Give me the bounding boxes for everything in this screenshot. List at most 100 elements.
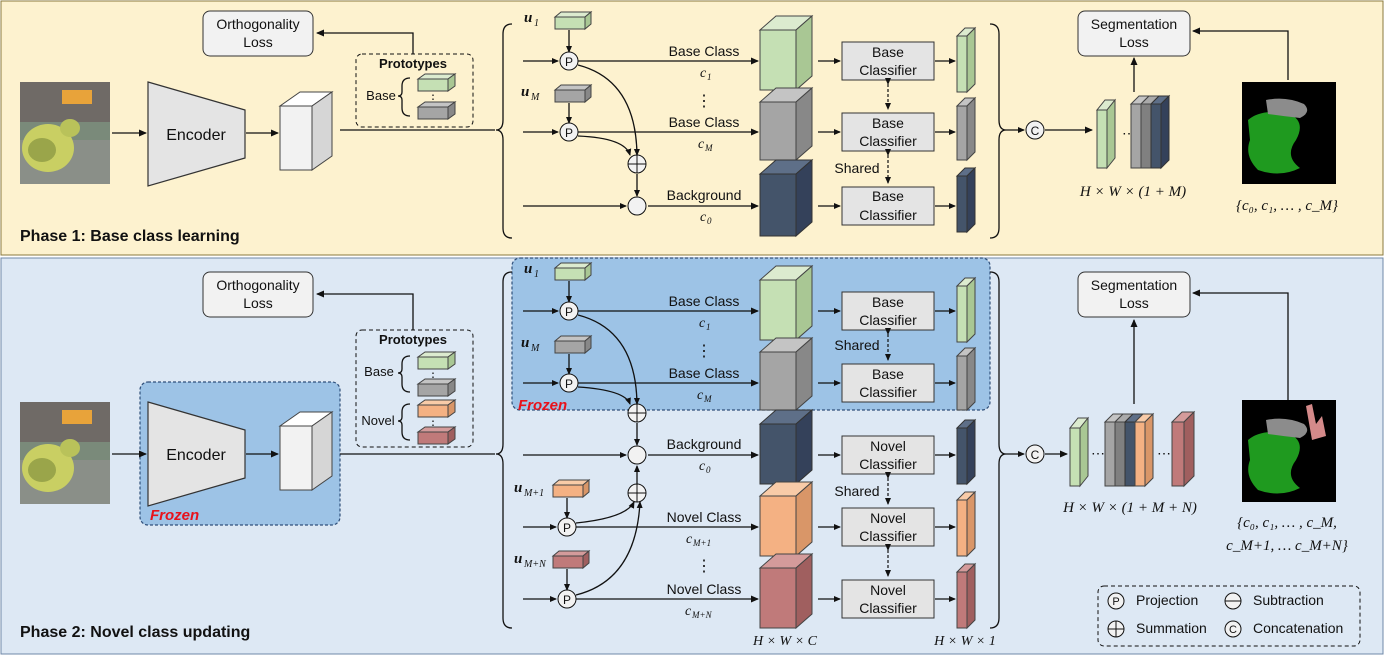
phase2-uMN: u xyxy=(514,551,522,567)
phase1-out-map-3 xyxy=(955,166,977,234)
phase2-prototypes-title: Prototypes xyxy=(379,332,447,347)
phase2-cube-novel1 xyxy=(758,480,814,558)
phase2-uM1: u xyxy=(514,480,522,496)
phase1-proto-green xyxy=(416,73,457,92)
phase1-row-dots: ⋮ xyxy=(696,93,712,110)
phase1-classifier-3 xyxy=(841,186,935,226)
phase2-orth-loss-line2: Loss xyxy=(243,295,273,311)
phase2-projection-1: P xyxy=(559,301,579,321)
phase2-cube-base1 xyxy=(758,264,814,342)
phase1-cube-base1 xyxy=(758,14,814,92)
phase2-cube-baseM xyxy=(758,336,814,412)
phase2-classifier-1-line2: Classifier xyxy=(859,312,917,328)
phase1-classifier-2-line2: Classifier xyxy=(859,133,917,149)
phase1-seg-loss-line2: Loss xyxy=(1119,34,1149,50)
svg-text:P: P xyxy=(563,521,571,535)
phase2-row1-sub: c xyxy=(699,316,706,331)
phase1-shared-label: Shared xyxy=(834,160,879,176)
phase1-orth-loss-line2: Loss xyxy=(243,34,273,50)
phase2-seg-loss-line1: Segmentation xyxy=(1091,277,1177,293)
phase2-row3-label: Background xyxy=(667,436,742,452)
phase1-concatenation: C xyxy=(1025,120,1045,140)
phase1-row1-sub: c xyxy=(700,66,707,81)
phase2-ground-truth-mask xyxy=(1242,400,1336,502)
phase2-row4-subsub: M+1 xyxy=(692,538,711,548)
phase2-projection-M1: P xyxy=(557,517,577,537)
phase2-shared-novel: Shared xyxy=(834,483,879,499)
phase1-row3-label: Background xyxy=(667,187,742,203)
phase1-row2-label: Base Class xyxy=(669,114,740,130)
phase1-classifier-1 xyxy=(841,41,935,81)
phase2-projection-M: P xyxy=(559,373,579,393)
phase1-subtraction xyxy=(627,196,647,216)
phase2-output-stack: ⋯ ⋯ xyxy=(1068,410,1196,488)
phase2-out-map-1 xyxy=(955,276,977,344)
phase2-label-set-line2: c_M+1, … c_M+N} xyxy=(1226,538,1348,554)
phase2-output-dims: H × W × (1 + M + N) xyxy=(1062,500,1197,516)
svg-text:C: C xyxy=(1031,124,1040,138)
phase2-encoder-label: Encoder xyxy=(166,447,226,464)
phase1-projection-1: P xyxy=(559,51,579,71)
phase2-prototypes-box xyxy=(355,329,474,448)
phase1-row2-sub: c xyxy=(698,137,705,152)
phase1-output-stack: ⋯ xyxy=(1095,94,1171,170)
phase2-uM1-sub: M+1 xyxy=(523,488,544,499)
legend-projection-icon: P xyxy=(1107,592,1125,610)
phase2-u1-prototype xyxy=(553,261,593,282)
phase2-uM1-prototype xyxy=(551,478,591,499)
phase1-uM-prototype xyxy=(553,83,593,104)
svg-text:P: P xyxy=(563,593,571,607)
phase2-u1-sub: 1 xyxy=(534,269,539,280)
phase2-classifier-3-line2: Classifier xyxy=(859,456,917,472)
phase2-cube-background xyxy=(758,408,814,486)
phase2-summation-novel xyxy=(627,483,647,503)
phase2-row5-sub: c xyxy=(685,604,692,619)
phase2-orth-loss-box xyxy=(202,271,314,318)
phase1-u1-prototype xyxy=(553,10,593,31)
phase1-u1-sub: 1 xyxy=(534,18,539,29)
phase1-ground-truth-mask xyxy=(1242,82,1336,184)
legend-summation: Summation xyxy=(1136,620,1207,636)
phase2-concatenation: C xyxy=(1025,444,1045,464)
phase1-classifier-1-line1: Base xyxy=(872,44,904,60)
phase1-base-label: Base xyxy=(366,88,396,103)
phase2-input-image xyxy=(20,402,110,504)
phase1-feature-cube xyxy=(278,91,334,171)
phase2-orth-loss-line1: Orthogonality xyxy=(216,277,299,293)
phase1-title: Phase 1: Base class learning xyxy=(20,228,240,245)
legend-concatenation: Concatenation xyxy=(1253,620,1343,636)
phase2-uM-prototype xyxy=(553,334,593,355)
phase2-encoder xyxy=(147,401,246,507)
phase2-out-map-2 xyxy=(955,346,977,412)
phase2-base-frozen: Frozen xyxy=(518,397,567,414)
phase2-classifier-4 xyxy=(841,507,935,547)
legend-subtraction-icon xyxy=(1224,592,1242,610)
phase2-shared-base: Shared xyxy=(834,337,879,353)
phase2-row3-subsub: 0 xyxy=(706,465,711,475)
phase1-label-set: {c₀, c₁, … , c_M} xyxy=(1236,198,1338,214)
phase1-encoder xyxy=(147,81,246,187)
phase2-classifier-4-line1: Novel xyxy=(870,510,906,526)
phase1-seg-loss-line1: Segmentation xyxy=(1091,16,1177,32)
phase2-row5-label: Novel Class xyxy=(667,581,742,597)
phase1-classifier-2-line1: Base xyxy=(872,115,904,131)
phase2-row2-sub: c xyxy=(697,388,704,403)
phase2-proto-green xyxy=(416,351,457,370)
phase1-prototypes-box xyxy=(355,53,474,128)
phase2-out-map-5 xyxy=(955,562,977,630)
svg-text:P: P xyxy=(565,126,573,140)
phase1-out-map-2 xyxy=(955,96,977,162)
phase2-row-dots-novel: ⋮ xyxy=(696,558,712,575)
svg-text:⋯: ⋯ xyxy=(1157,445,1171,461)
phase1-summation xyxy=(627,154,647,174)
phase2-feature-cube xyxy=(278,411,334,491)
phase1-orth-loss-line1: Orthogonality xyxy=(216,16,299,32)
phase2-classifier-5 xyxy=(841,579,935,619)
phase1-out-map-1 xyxy=(955,26,977,94)
phase1-row3-subsub: 0 xyxy=(707,216,712,226)
phase1-output-dims: H × W × (1 + M) xyxy=(1079,184,1186,200)
legend-subtraction: Subtraction xyxy=(1253,592,1324,608)
phase1-uM-sub: M xyxy=(530,92,540,103)
svg-text:⋯: ⋯ xyxy=(1091,445,1105,461)
